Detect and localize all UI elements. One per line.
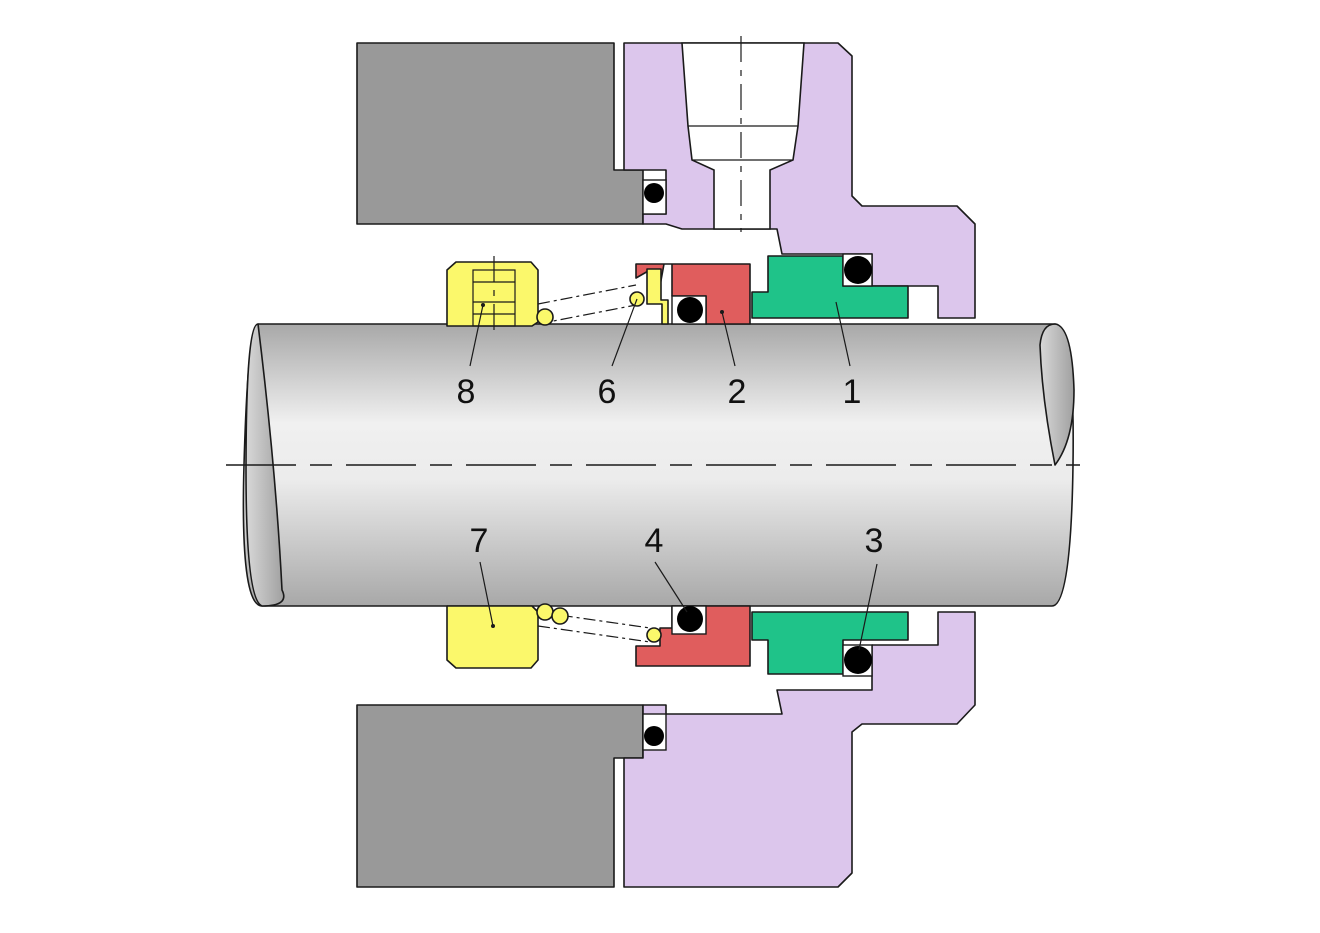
o-ring-housing-bottom bbox=[644, 726, 664, 746]
face-drive-tab bbox=[646, 268, 669, 325]
face-bottom bbox=[635, 605, 751, 667]
housing-top bbox=[356, 42, 644, 225]
label-part-8: 8 bbox=[457, 373, 476, 411]
rotating-face bbox=[635, 263, 751, 667]
housing bbox=[356, 42, 644, 888]
label-part-6: 6 bbox=[598, 373, 617, 411]
part-labels: 8 6 2 1 7 4 3 bbox=[457, 373, 884, 560]
spring-coil-bottom-right bbox=[646, 627, 662, 643]
spring-coil-bottom-left-2 bbox=[551, 607, 569, 625]
shaft bbox=[226, 323, 1080, 607]
gland-plate bbox=[623, 36, 976, 888]
housing-bottom bbox=[356, 704, 644, 888]
gland-bottom bbox=[623, 611, 976, 888]
leader-lines bbox=[469, 298, 878, 651]
spring-coil-top-left bbox=[536, 308, 554, 326]
o-ring-housing-top bbox=[644, 183, 664, 203]
label-part-4: 4 bbox=[645, 522, 664, 560]
gland-port bbox=[681, 42, 805, 230]
label-part-3: 3 bbox=[865, 522, 884, 560]
collar-bottom bbox=[446, 605, 539, 669]
spring-coil-bottom-left-1 bbox=[536, 603, 554, 621]
o-rings bbox=[642, 179, 873, 751]
o-ring-face-top bbox=[677, 297, 703, 323]
label-part-2: 2 bbox=[728, 373, 747, 411]
o-ring-seat-bottom bbox=[844, 646, 872, 674]
spring bbox=[536, 284, 662, 643]
o-ring-face-bottom bbox=[677, 606, 703, 632]
shaft-right-end bbox=[1039, 323, 1075, 466]
label-part-7: 7 bbox=[470, 522, 489, 560]
drive-collar bbox=[446, 256, 539, 669]
collar-top bbox=[446, 261, 539, 327]
label-part-1: 1 bbox=[843, 373, 862, 411]
o-ring-seat-top bbox=[844, 256, 872, 284]
